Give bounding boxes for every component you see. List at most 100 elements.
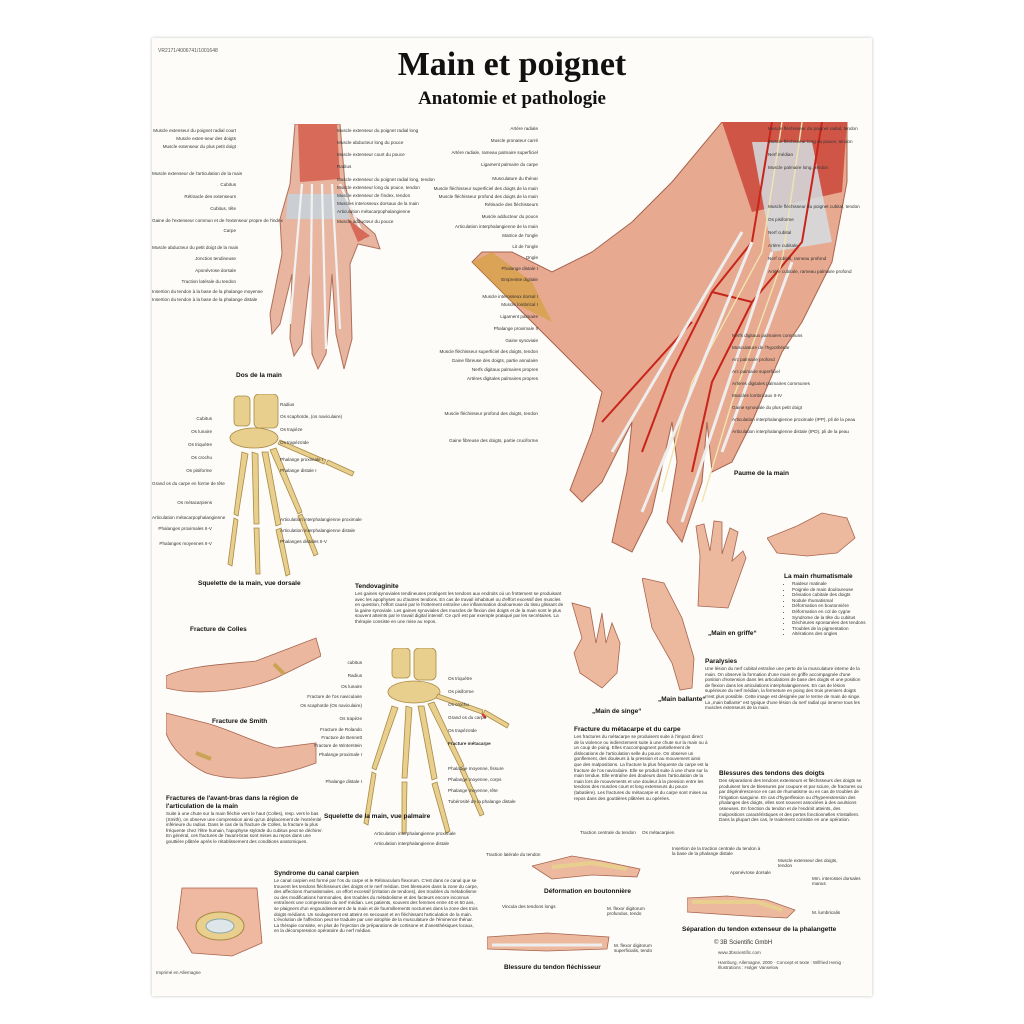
label: Muscle pronateur carré: [490, 138, 538, 143]
carpal-tunnel-title: Syndrome du canal carpien: [274, 870, 359, 877]
monkey-hand-illustration: [571, 602, 621, 689]
label: Os triquètre: [448, 676, 472, 681]
label: Gaine fibreuse des doigts, partie annula…: [451, 358, 538, 363]
label: Muscle interosseux dorsal I: [482, 294, 538, 299]
label: Fracture de Bennett: [321, 735, 362, 740]
boutonniere-label-2: Os métacarpien: [642, 830, 675, 835]
label: Muscle extenseur court du pouce: [337, 152, 405, 157]
label: Muscle extenseur long du pouce, tendon: [337, 185, 420, 190]
label: Phalange distale I: [280, 468, 317, 473]
label: Muscle extenseur du poignet radial court: [153, 128, 236, 133]
label: Os trapézoïde: [280, 440, 309, 445]
flexor-label-3: M. flexor digitorum superficialis, tendo: [614, 943, 653, 953]
claw-hand-illustration: [695, 520, 747, 609]
label: Artère radiale, rameau palmaire superfic…: [451, 150, 538, 155]
colles-fracture-illustration: [166, 637, 321, 693]
label: Os triquètre: [188, 442, 212, 447]
dorsal-caption: Dos de la main: [236, 372, 282, 379]
colles-caption: Fracture de Colles: [190, 626, 247, 633]
paralysis-text: Une lésion du nerf cubital entraîne une …: [705, 666, 861, 711]
label: Os pisiforme: [448, 689, 474, 694]
label: Muscle extenseur du plus petit doigt: [162, 144, 236, 149]
label: Fracture de Winterstein: [314, 743, 362, 748]
label: Rétinacle des fléchisseurs: [484, 202, 538, 207]
label: Os crochu: [191, 455, 212, 460]
label: Musculature de l'hypothénar: [732, 345, 790, 350]
tendon-injuries-title: Blessures des tendons des doigts: [719, 770, 825, 777]
list-item: Déviation cubitale des doigts: [792, 592, 869, 598]
label: Os trapèze: [280, 427, 303, 432]
label: Articulation interphalangienne distale: [280, 528, 356, 533]
label: Tubérosité de la phalange distale: [448, 799, 516, 804]
drop-caption: „Main ballante“: [658, 696, 706, 703]
flexor-injury-illustration: [487, 932, 610, 952]
label: Muscle extenseur de l'articulation de la…: [152, 171, 243, 176]
label: Artères digitales palmaires communes: [732, 381, 810, 386]
extensor-label-2: Aponévrose dorsale: [730, 870, 771, 875]
list-item: Troubles de la pigmentation: [792, 626, 869, 632]
label: Muscle palmaire long, tendon: [768, 165, 829, 170]
label: Os trapèze: [339, 716, 362, 721]
label: Os scaphoïde, (os naviculaire): [280, 414, 343, 419]
forearm-fractures-title: Fractures de l'avant-bras dans la région…: [166, 795, 299, 810]
palmar-hand-illustration: [471, 122, 848, 553]
rheumatic-list: Raideur matinale Poignée de main doulour…: [784, 581, 869, 637]
label: Traction latérale du tendon: [181, 279, 236, 284]
list-item: Raideur matinale: [792, 581, 869, 587]
label: Phalange moyenne, tête: [448, 788, 498, 793]
label: Phalange moyenne, corps: [448, 777, 502, 782]
palmar-caption: Paume de la main: [734, 470, 789, 477]
extensor-label-5: M. lumbricalis: [812, 910, 841, 915]
label: Articulation interphalangienne proximale…: [732, 417, 856, 422]
skeleton-palmar-labels-left: cubitus Radius Os lunaire Fracture de l'…: [292, 660, 362, 784]
forearm-fractures-section: Fractures de l'avant-bras dans la région…: [166, 795, 326, 845]
label: Radius: [337, 164, 352, 169]
label: Phalanges distales II-V: [280, 539, 327, 544]
label: Phalanges proximales II-V: [158, 526, 212, 531]
label: Artère cubitale: [768, 243, 798, 248]
label: Nerf cubital, rameau profond: [768, 256, 827, 261]
metacarpal-title: Fracture du métacarpe et du carpe: [574, 726, 681, 733]
label: Ligament palmaire du carpe: [481, 162, 538, 167]
label: Ligament palmaire: [500, 314, 538, 319]
label: Os lunaire: [191, 429, 212, 434]
label: Fracture de l'os naviculaire: [307, 694, 362, 699]
paralysis-section: Paralysies Une lésion du nerf cubital en…: [705, 658, 865, 711]
metacarpal-text: Les fractures du métacarpe se produisent…: [574, 734, 709, 801]
rheumatic-hand-illustration: [767, 512, 856, 557]
label: Artères digitales palmaires propres: [467, 376, 538, 381]
label: Articulation interphalangienne de la mai…: [455, 224, 538, 229]
label: Muscle lombrical I: [501, 302, 538, 307]
forearm-fractures-text: Suite à une chute sur la main fléchie ve…: [166, 811, 323, 844]
carpal-tunnel-section: Syndrome du canal carpien Le canal carpi…: [274, 870, 479, 934]
extensor-separation-illustration: [687, 895, 796, 919]
anatomy-poster: VR2171/4006741/1001648 Main et poignet A…: [152, 38, 872, 996]
label: Muscle exten-seur des doigts: [176, 136, 236, 141]
label: Arc palmaire superficiel: [732, 369, 780, 374]
label: Muscle extenseur de l'index, tendon: [337, 193, 411, 198]
label: Articulation métacarpophalangienne: [152, 515, 226, 520]
tendovaginite-section: Tendovaginite Les gaines synoviales tend…: [355, 583, 565, 625]
label: Phalange distale I: [501, 266, 538, 271]
palmar-labels-right-lower: Nerfs digitaux palmaires communs Muscula…: [732, 333, 855, 434]
list-item: Syndrome de la tête du cubitus: [792, 615, 869, 621]
label: Cubitus: [196, 416, 212, 421]
boutonniere-label-3: Traction latérale du tendon: [486, 852, 541, 857]
label: Muscles lombricaux II-IV: [732, 393, 783, 398]
label: Os pisiforme: [186, 468, 212, 473]
flexor-label-1: Vincula des tendons longs: [502, 904, 556, 909]
flexor-label-2: M. flexor digitorum profundus, tendo: [607, 906, 645, 916]
metacarpal-section: Fracture du métacarpe et du carpe Les fr…: [574, 726, 709, 801]
label: Muscle extenseur du poignet radial long,…: [337, 177, 435, 182]
label: Lit de l'ongle: [512, 244, 538, 249]
label: Grand os du carpe: [448, 715, 487, 720]
label: Rétinacle des extenseurs: [184, 194, 236, 199]
label: Phalange moyenne, fissure: [448, 766, 504, 771]
poster-title: Main et poignet: [397, 46, 627, 83]
label: Muscle fléchisseur du poignet radial, te…: [768, 126, 858, 131]
label: Phalange distale I: [325, 779, 362, 784]
tendon-injuries-section: Blessures des tendons des doigts Des sép…: [719, 770, 867, 823]
label: Articulation interphalangienne proximale: [280, 517, 362, 522]
skeleton-palmar-labels-right: Os triquètre Os pisiforme Os crochu Gran…: [448, 676, 516, 804]
label: Muscle abducteur du petit doigt de la ma…: [152, 245, 239, 250]
